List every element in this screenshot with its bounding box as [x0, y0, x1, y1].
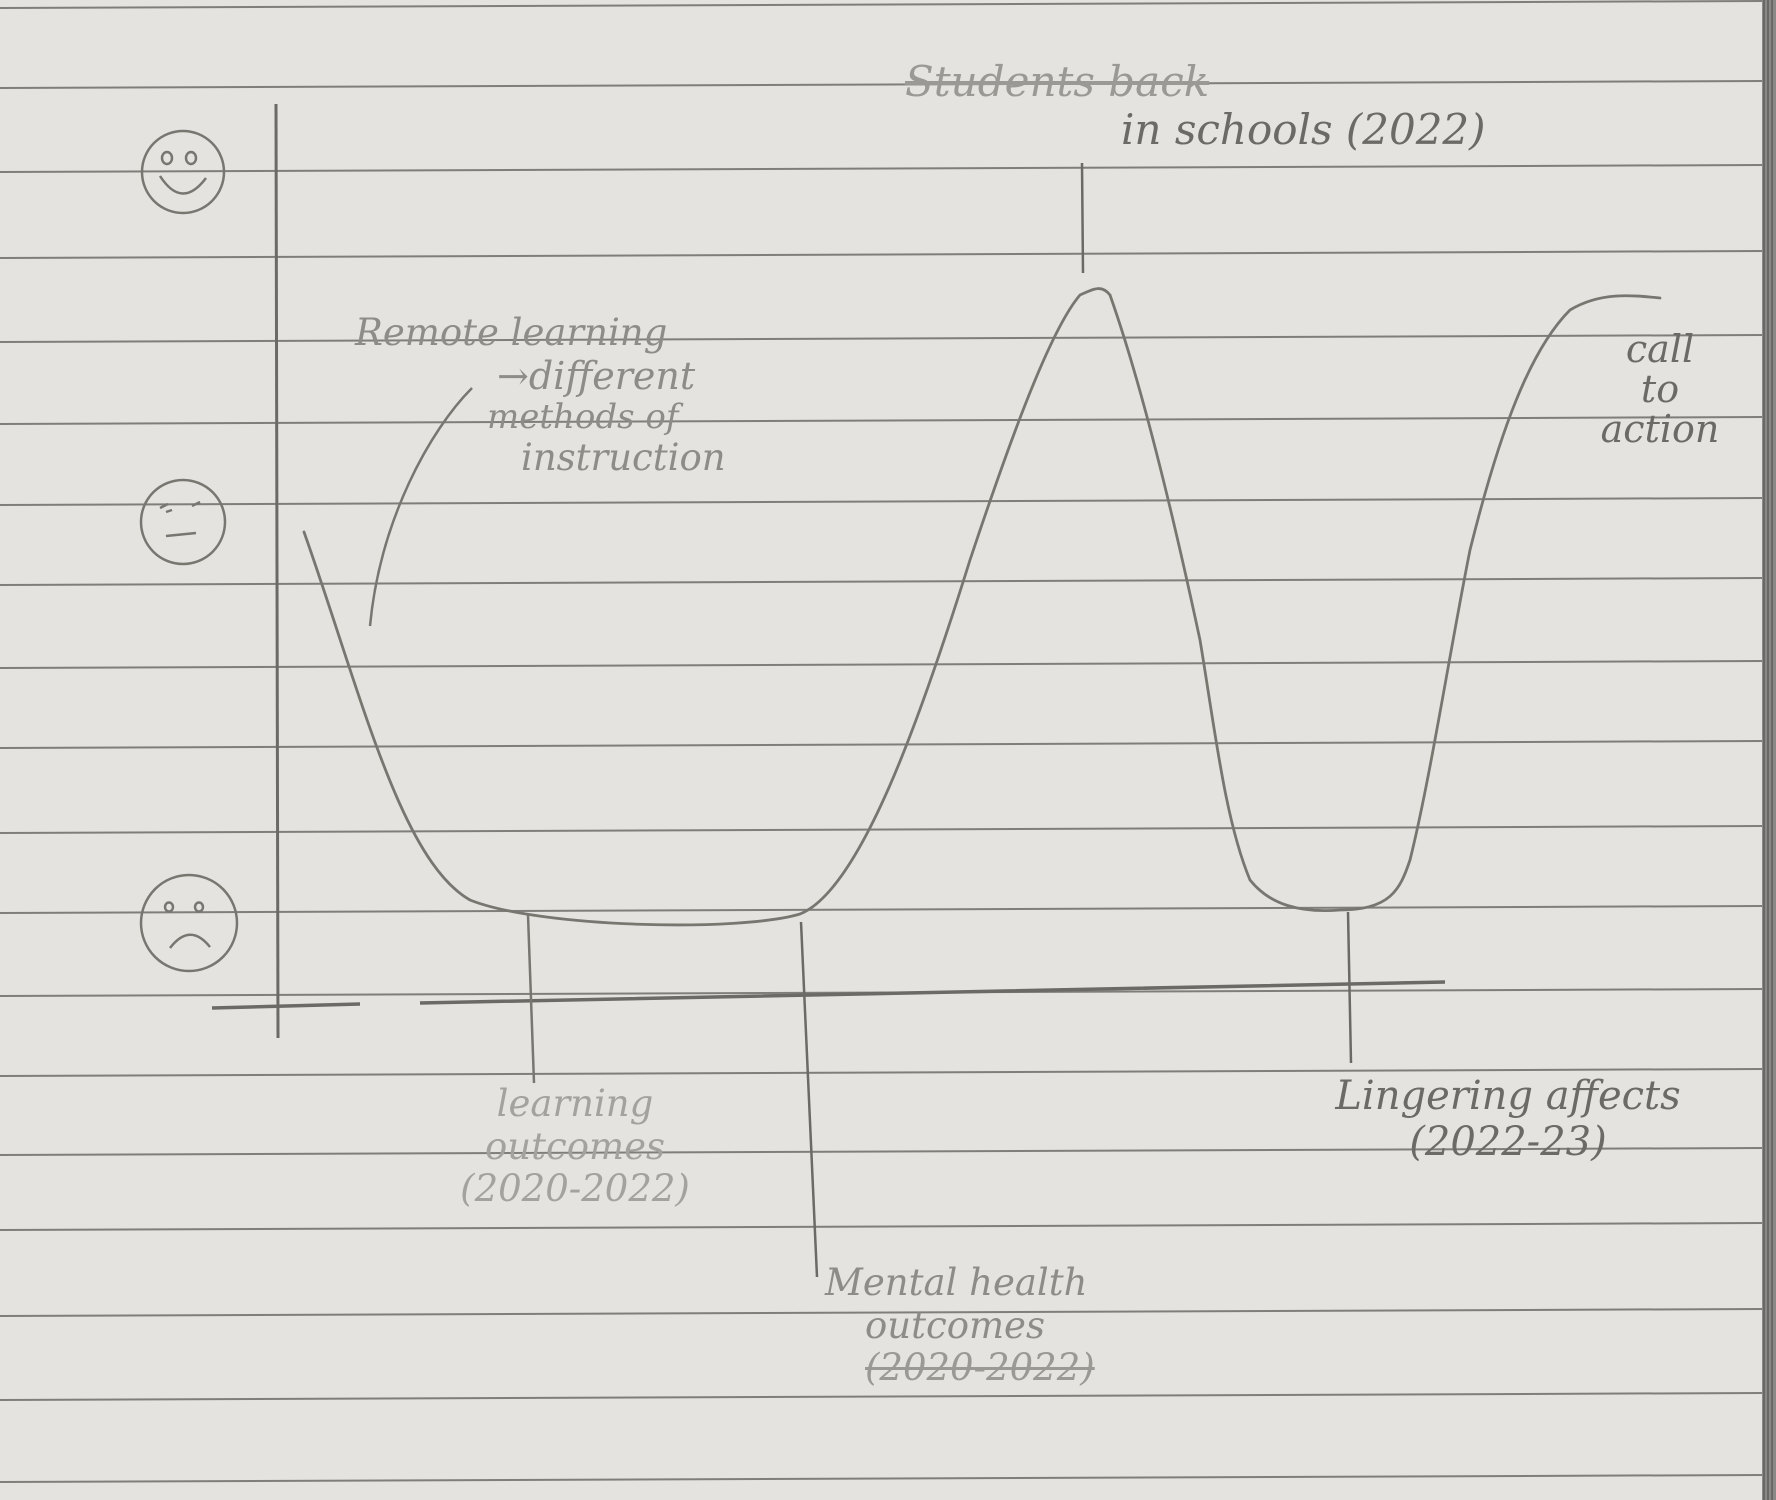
ruled-line [0, 0, 1763, 9]
ruled-line [0, 250, 1763, 259]
ruled-line [0, 334, 1763, 343]
sad-face-icon [139, 873, 239, 973]
peak-annotation: Students back in schools (2022) [905, 57, 1486, 155]
lingering-annotation-line: Lingering affects [1335, 1073, 1681, 1119]
page-edges [1762, 0, 1776, 1500]
lingering-annotation-line: (2022-23) [1409, 1119, 1607, 1165]
ruled-line [0, 740, 1763, 749]
y-axis [274, 103, 280, 1039]
call-annotation: call to action [1580, 327, 1740, 451]
ruled-line [0, 164, 1763, 173]
mental-annotation-line: outcomes [865, 1303, 1045, 1347]
remote-annotation-line: instruction [521, 436, 726, 480]
mental-leader-line [799, 921, 819, 1278]
call-annotation-line: to [1640, 366, 1680, 411]
peak-annotation-line: Students back [905, 57, 1210, 106]
ruled-line [0, 1392, 1763, 1401]
ruled-line [0, 825, 1763, 834]
peak-annotation-line: in schools (2022) [1121, 105, 1486, 155]
mental-annotation-line: (2020-2022) [865, 1346, 1095, 1390]
remote-leader-line [368, 387, 473, 627]
mental-annotation: Mental health outcomes (2020-2022) [825, 1261, 1095, 1390]
ruled-line [0, 1068, 1763, 1077]
remote-annotation: Remote learning →different methods of in… [355, 311, 726, 480]
call-annotation-line: call [1625, 327, 1695, 371]
learning-annotation-line: learning [496, 1082, 654, 1125]
learning-annotation: learning outcomes (2020-2022) [410, 1082, 740, 1211]
ruled-line [0, 416, 1763, 425]
ruled-line [0, 1474, 1763, 1483]
x-axis [211, 980, 1446, 1010]
remote-annotation-line: methods of [487, 397, 679, 438]
mental-annotation-line: Mental health [825, 1261, 1088, 1304]
ruled-line [0, 1308, 1763, 1317]
ruled-line [0, 1147, 1763, 1156]
ruled-line [0, 905, 1763, 914]
emotion-curve [302, 287, 1662, 927]
lingering-leader-line [1346, 911, 1353, 1064]
learning-leader-line [526, 914, 536, 1084]
learning-annotation-line: (2020-2022) [460, 1167, 690, 1211]
ruled-line [0, 1222, 1763, 1231]
ruled-line [0, 497, 1763, 506]
ruled-line [0, 577, 1763, 586]
happy-face-icon [140, 129, 226, 215]
neutral-face-icon [139, 478, 227, 566]
remote-annotation-line: Remote learning [355, 311, 668, 354]
remote-annotation-line: →different [497, 353, 696, 398]
ruled-line [0, 80, 1763, 89]
ruled-line [0, 660, 1763, 669]
peak-leader-line [1080, 162, 1085, 274]
learning-annotation-line: outcomes [485, 1124, 665, 1168]
lingering-annotation: Lingering affects (2022-23) [1318, 1073, 1698, 1165]
call-annotation-line: action [1600, 406, 1720, 451]
